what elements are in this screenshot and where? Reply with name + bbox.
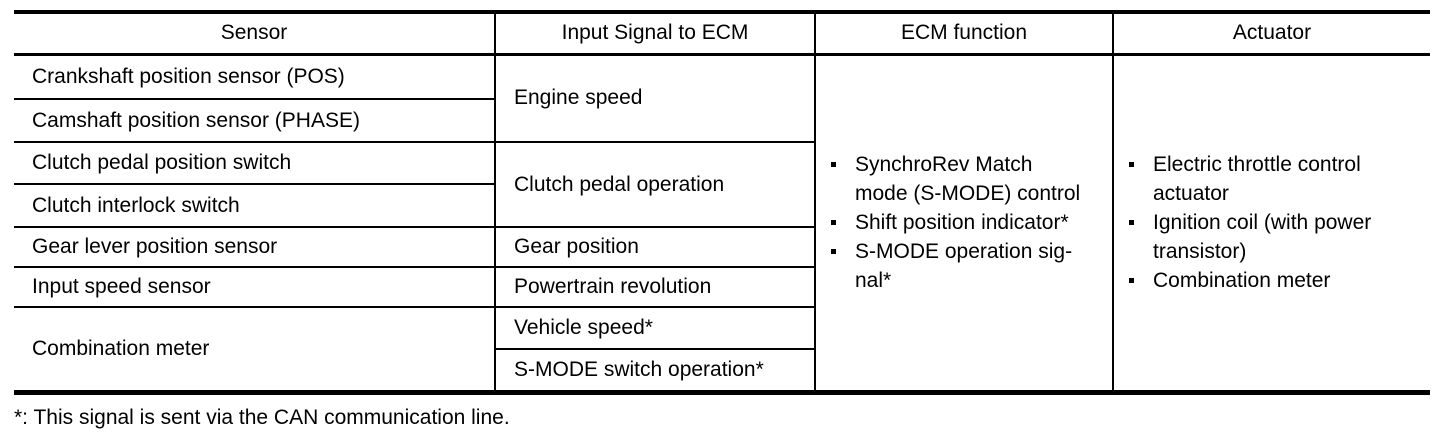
table-row: Combination meter Vehicle speed* [14,306,1430,395]
list-item: Electric throttle control actuator [1129,150,1426,208]
cell-input-vehicle-speed: Vehicle speed* [494,306,816,350]
list-item: Shift position indicator* [831,208,1108,237]
ecm-function-text: S-MODE operation sig- nal* [855,240,1073,292]
bullet-icon [1129,150,1153,167]
cell-actuators: Electric throttle control actuator Ignit… [1112,53,1430,395]
ecm-function-list: SynchroRev Match mode (S-MODE) control S… [817,150,1111,295]
header-actuator: Actuator [1112,10,1430,56]
table-row: Camshaft position sensor (PHASE) [14,98,1430,143]
actuator-text: Ignition coil (with power transistor) [1153,211,1372,263]
table-row: Input speed sensor Powertrain revolution [14,266,1430,308]
bullet-icon [831,208,855,225]
bullet-icon [831,150,855,167]
cell-input-powertrain-revolution: Powertrain revolution [494,266,816,308]
list-item: Combination meter [1129,266,1426,295]
cell-sensor-crankshaft: Crankshaft position sensor (POS) [14,53,496,100]
table-row: Gear lever position sensor Gear position [14,226,1430,268]
cell-sensor-camshaft: Camshaft position sensor (PHASE) [14,98,496,143]
ecm-function-text: Shift position indicator* [855,211,1069,234]
table-row: S-MODE switch operation* [14,348,1430,395]
cell-ecm-functions: SynchroRev Match mode (S-MODE) control S… [814,53,1114,395]
cell-sensor-clutch-pedal: Clutch pedal position switch [14,141,496,185]
cell-input-clutch-pedal-operation: Clutch pedal operation [494,141,816,228]
header-ecm-function: ECM function [814,10,1114,56]
cell-sensor-gear-lever: Gear lever position sensor [14,226,496,268]
cell-input-engine-speed: Engine speed [494,53,816,143]
list-item: SynchroRev Match mode (S-MODE) control [831,150,1108,208]
list-item: Ignition coil (with power transistor) [1129,208,1426,266]
manual-page: Sensor Input Signal to ECM ECM function … [0,10,1456,436]
actuator-text: Combination meter [1153,269,1331,292]
ecm-function-text: SynchroRev Match mode (S-MODE) control [855,153,1081,205]
bullet-icon [831,237,855,254]
header-row: Sensor Input Signal to ECM ECM function … [14,10,1430,56]
can-signal-footnote: *: This signal is sent via the CAN commu… [14,405,510,429]
cell-sensor-clutch-interlock: Clutch interlock switch [14,183,496,228]
cell-input-gear-position: Gear position [494,226,816,268]
list-item: S-MODE operation sig- nal* [831,237,1108,295]
cell-input-smode-switch-operation: S-MODE switch operation* [494,348,816,395]
cell-sensor-input-speed: Input speed sensor [14,266,496,308]
ecm-signal-table: Sensor Input Signal to ECM ECM function … [14,10,1430,395]
cell-sensor-combination-meter: Combination meter [14,306,496,395]
bullet-icon [1129,208,1153,225]
header-sensor: Sensor [14,10,496,56]
table-row: Clutch pedal position switch Clutch peda… [14,141,1430,228]
table-row: Crankshaft position sensor (POS) Engine … [14,53,1430,395]
actuator-list: Electric throttle control actuator Ignit… [1115,150,1430,295]
actuator-text: Electric throttle control actuator [1153,153,1361,205]
header-input-signal: Input Signal to ECM [494,10,816,56]
bullet-icon [1129,266,1153,283]
table-row: Clutch interlock switch [14,183,1430,228]
